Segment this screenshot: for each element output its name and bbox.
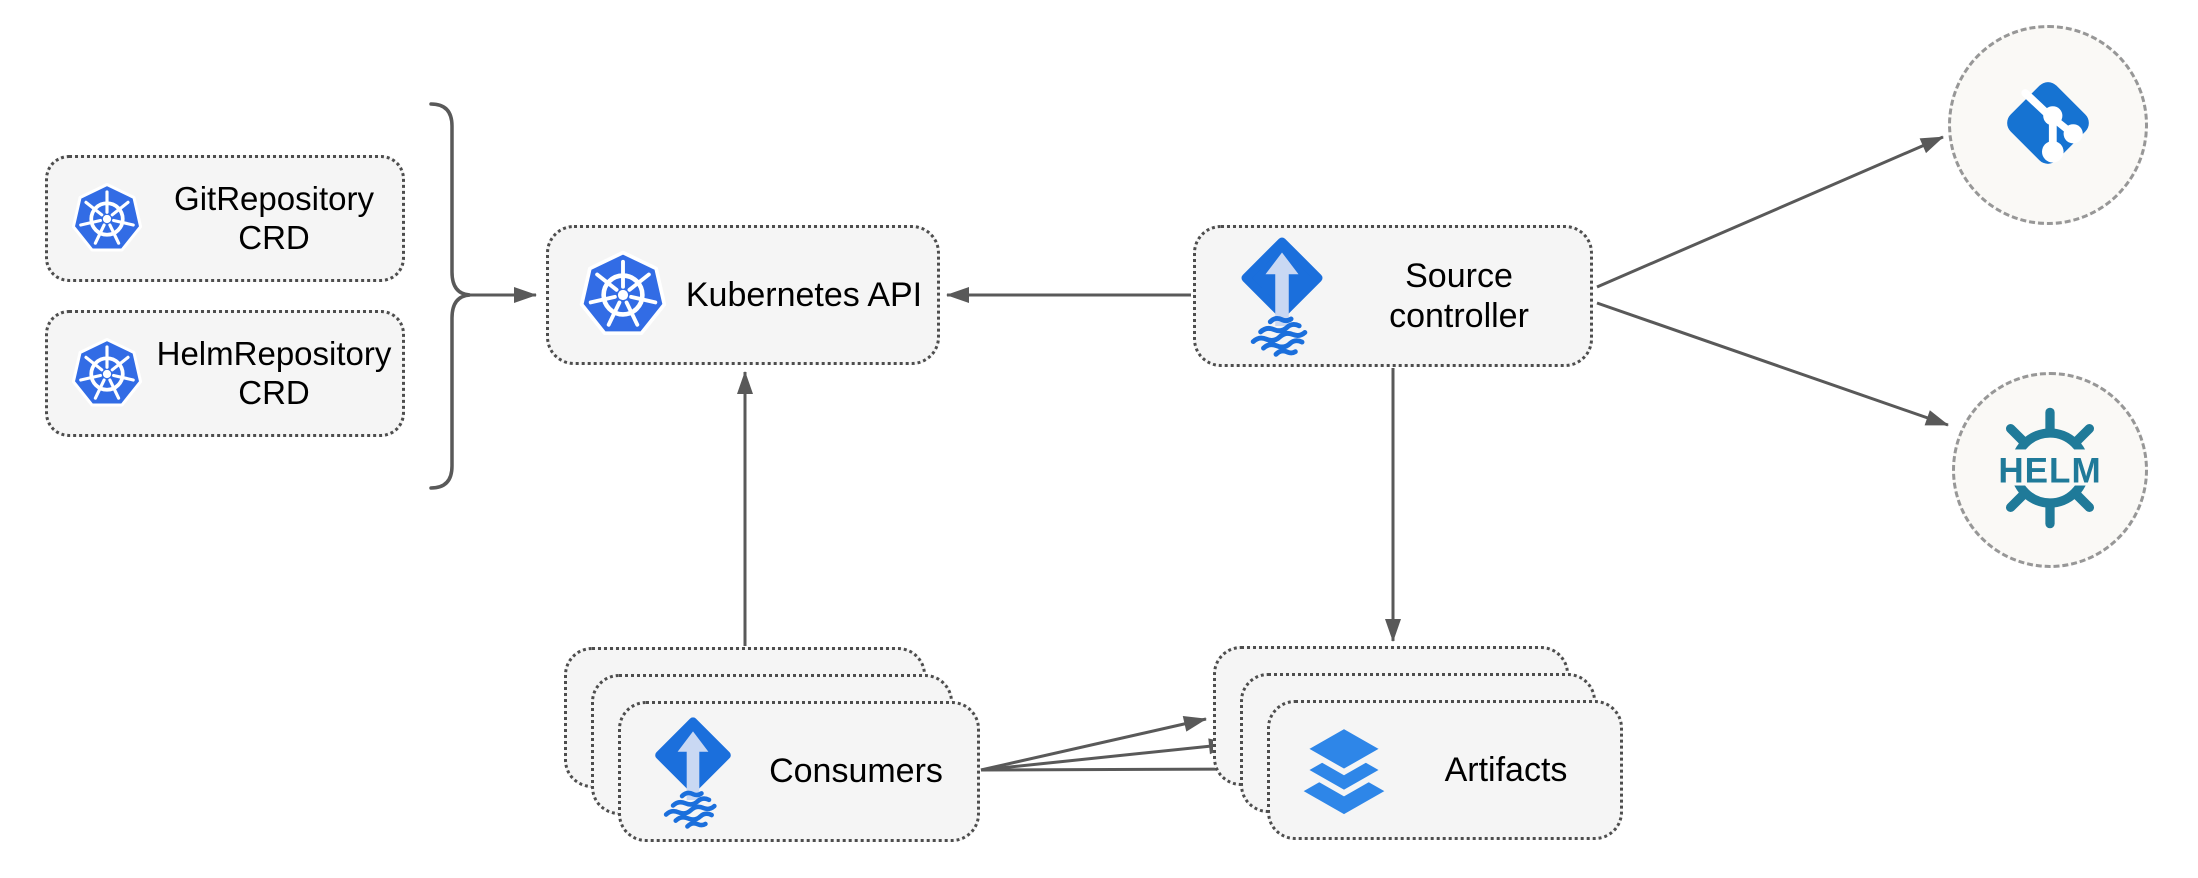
edge-source-to-git (1596, 135, 1944, 289)
edge-consumers-to-artifacts-1 (980, 716, 1207, 772)
node-label: Source controller (1389, 256, 1529, 335)
node-kubernetes-api: Kubernetes API (546, 225, 940, 365)
crd-group-brace (429, 102, 471, 490)
node-git-remote (1948, 25, 2148, 225)
node-label: HelmRepository CRD (156, 334, 392, 411)
git-icon (1988, 63, 2108, 188)
edge-consumers-to-artifacts-2 (980, 738, 1232, 772)
kubernetes-icon (68, 180, 146, 258)
helm-logo-text: HELM (1998, 451, 2101, 490)
layers-icon (1296, 720, 1392, 820)
node-consumers: Consumers (618, 701, 980, 842)
kubernetes-icon (575, 247, 671, 343)
edge-source-to-helm (1596, 301, 1949, 427)
flux-source-icon (651, 713, 735, 831)
node-label: Artifacts (1444, 750, 1568, 789)
node-artifacts: Artifacts (1267, 700, 1623, 840)
node-helm-remote: HELM (1952, 372, 2148, 568)
node-label: Consumers (769, 752, 943, 791)
node-source-controller: Source controller (1193, 225, 1593, 367)
kubernetes-icon (68, 335, 146, 413)
helm-icon: HELM (1983, 401, 2117, 540)
node-label: GitRepository CRD (174, 179, 374, 256)
node-helm-repository-crd: HelmRepository CRD (45, 310, 405, 437)
node-label: Kubernetes API (685, 275, 923, 314)
edge-consumers-to-artifacts-3 (980, 761, 1258, 778)
node-git-repository-crd: GitRepository CRD (45, 155, 405, 282)
flux-source-icon (1236, 233, 1328, 359)
